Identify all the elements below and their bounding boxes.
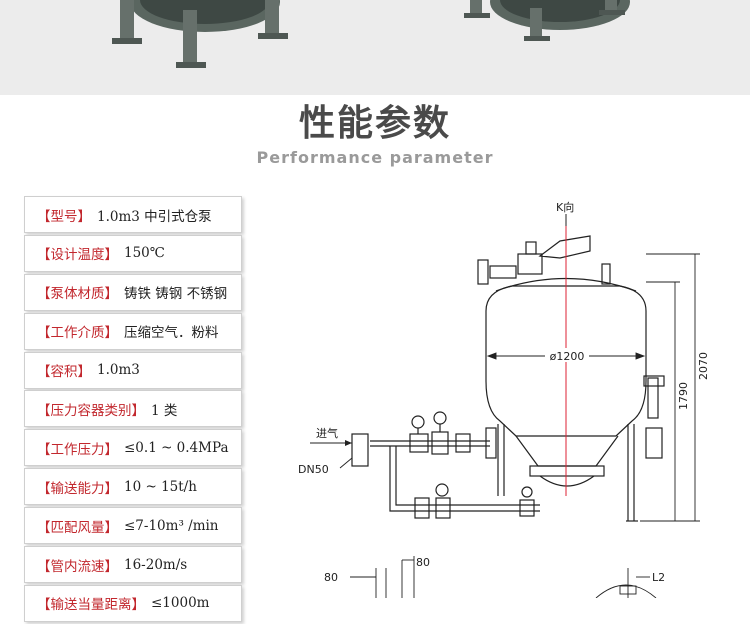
spec-key: 【输送能力】 xyxy=(37,480,118,497)
spec-row-capacity: 【输送能力】 10 ~ 15t/h xyxy=(24,468,242,506)
spec-key: 【工作介质】 xyxy=(37,325,118,342)
spec-row-medium: 【工作介质】压缩空气．粉料 xyxy=(24,312,242,350)
spec-key: 【型号】 xyxy=(37,208,91,225)
spec-value: ≤0.1 ~ 0.4MPa xyxy=(124,439,229,456)
spec-row-air-volume: 【匹配风量】 ≤7-10m³ /min xyxy=(24,507,242,545)
spec-value: 铸铁 铸钢 不锈钢 xyxy=(124,286,228,303)
overall-height-dimension: 2070 xyxy=(697,352,710,380)
section-subtitle: Performance parameter xyxy=(256,148,494,167)
spec-value: 1.0m3 xyxy=(97,362,140,379)
spec-key: 【泵体材质】 xyxy=(37,286,118,303)
top-offset-dimension: 80 xyxy=(416,556,430,569)
spec-row-flow-speed: 【管内流速】 16-20m/s xyxy=(24,546,242,584)
product-photo xyxy=(0,0,750,95)
body-height-dimension: 1790 xyxy=(677,382,690,410)
spec-row-pressure: 【工作压力】 ≤0.1 ~ 0.4MPa xyxy=(24,429,242,467)
spec-value: 150℃ xyxy=(124,245,165,262)
l2-dimension: L2 xyxy=(652,571,665,584)
spec-value: 10 ~ 15t/h xyxy=(124,478,197,495)
spec-row-volume: 【容积】 1.0m3 xyxy=(24,351,242,389)
spec-value: 16-20m/s xyxy=(124,556,188,573)
section-heading: 性能参数 Performance parameter xyxy=(0,100,750,168)
spec-key: 【压力容器类别】 xyxy=(37,402,145,419)
air-inlet-label: 进气 xyxy=(316,426,338,440)
spec-row-temperature: 【设计温度】 150℃ xyxy=(24,234,242,272)
spec-value: 1 类 xyxy=(151,402,178,419)
spec-row-distance: 【输送当量距离】≤1000m xyxy=(24,584,242,622)
spec-key: 【管内流速】 xyxy=(37,558,118,575)
left-offset-dimension: 80 xyxy=(324,571,338,584)
diameter-dimension: ø1200 xyxy=(550,350,585,363)
spec-value: 压缩空气．粉料 xyxy=(124,325,219,342)
spec-value: ≤7-10m³ /min xyxy=(124,517,219,534)
spec-row-vessel-class: 【压力容器类别】 1 类 xyxy=(24,390,242,428)
spec-value: 1.0m3 中引式仓泵 xyxy=(97,208,212,225)
spec-row-model: 【型号】 1.0m3 中引式仓泵 xyxy=(24,196,242,233)
spec-key: 【设计温度】 xyxy=(37,247,118,264)
spec-row-material: 【泵体材质】铸铁 铸钢 不锈钢 xyxy=(24,273,242,311)
technical-drawing: ø1200 K向 1790 2070 进气 DN50 xyxy=(290,196,730,602)
spec-key: 【工作压力】 xyxy=(37,441,118,458)
section-title: 性能参数 xyxy=(298,103,451,144)
spec-key: 【匹配风量】 xyxy=(37,519,118,536)
spec-table: 【型号】 1.0m3 中引式仓泵 【设计温度】 150℃ 【泵体材质】铸铁 铸钢 不… xyxy=(24,196,242,624)
spec-key: 【容积】 xyxy=(37,364,91,381)
inlet-size-label: DN50 xyxy=(298,463,329,476)
k-view-label: K向 xyxy=(556,200,574,214)
spec-key: 【输送当量距离】 xyxy=(37,597,145,614)
